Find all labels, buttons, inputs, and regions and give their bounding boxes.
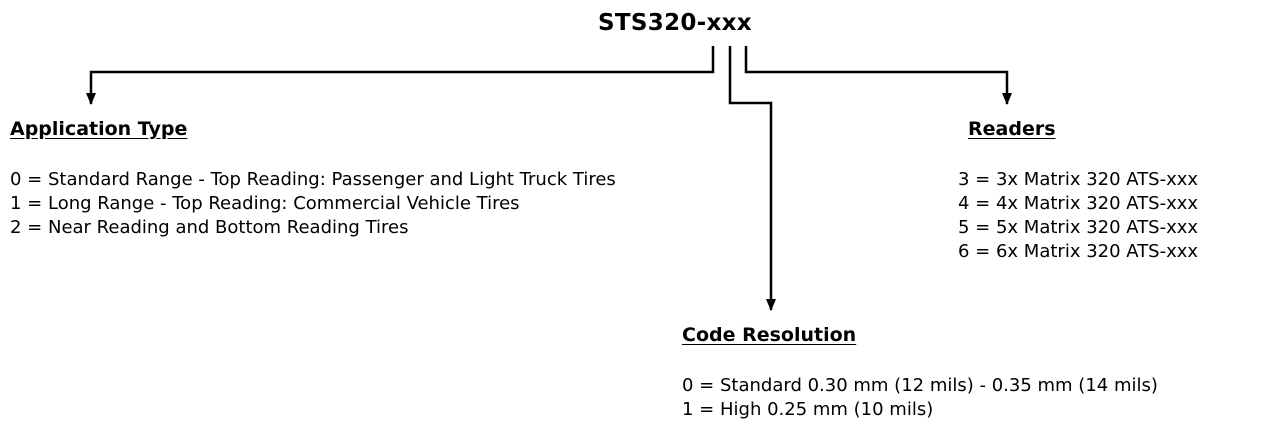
readers-heading: Readers <box>968 118 1056 140</box>
application-type-item: 1 = Long Range - Top Reading: Commercial… <box>10 193 520 214</box>
connector-application-type <box>86 46 715 105</box>
part-number-title: STS320-xxx <box>598 10 752 36</box>
readers-item: 6 = 6x Matrix 320 ATS-xxx <box>958 241 1199 262</box>
application-type-heading: Application Type <box>10 118 188 140</box>
application-type-item: 0 = Standard Range - Top Reading: Passen… <box>10 169 616 190</box>
code-resolution-item: 0 = Standard 0.30 mm (12 mils) - 0.35 mm… <box>682 375 1158 396</box>
code-resolution-list: 0 = Standard 0.30 mm (12 mils) - 0.35 mm… <box>682 374 1158 422</box>
code-resolution-heading: Code Resolution <box>682 324 857 346</box>
application-type-list: 0 = Standard Range - Top Reading: Passen… <box>10 168 616 240</box>
code-resolution-item: 1 = High 0.25 mm (10 mils) <box>682 399 934 420</box>
application-type-item: 2 = Near Reading and Bottom Reading Tire… <box>10 217 409 238</box>
readers-item: 3 = 3x Matrix 320 ATS-xxx <box>958 169 1199 190</box>
readers-list: 3 = 3x Matrix 320 ATS-xxx 4 = 4x Matrix … <box>958 168 1198 264</box>
readers-item: 5 = 5x Matrix 320 ATS-xxx <box>958 217 1199 238</box>
connector-code-resolution <box>728 46 776 311</box>
readers-item: 4 = 4x Matrix 320 ATS-xxx <box>958 193 1199 214</box>
connector-readers <box>744 46 1012 105</box>
